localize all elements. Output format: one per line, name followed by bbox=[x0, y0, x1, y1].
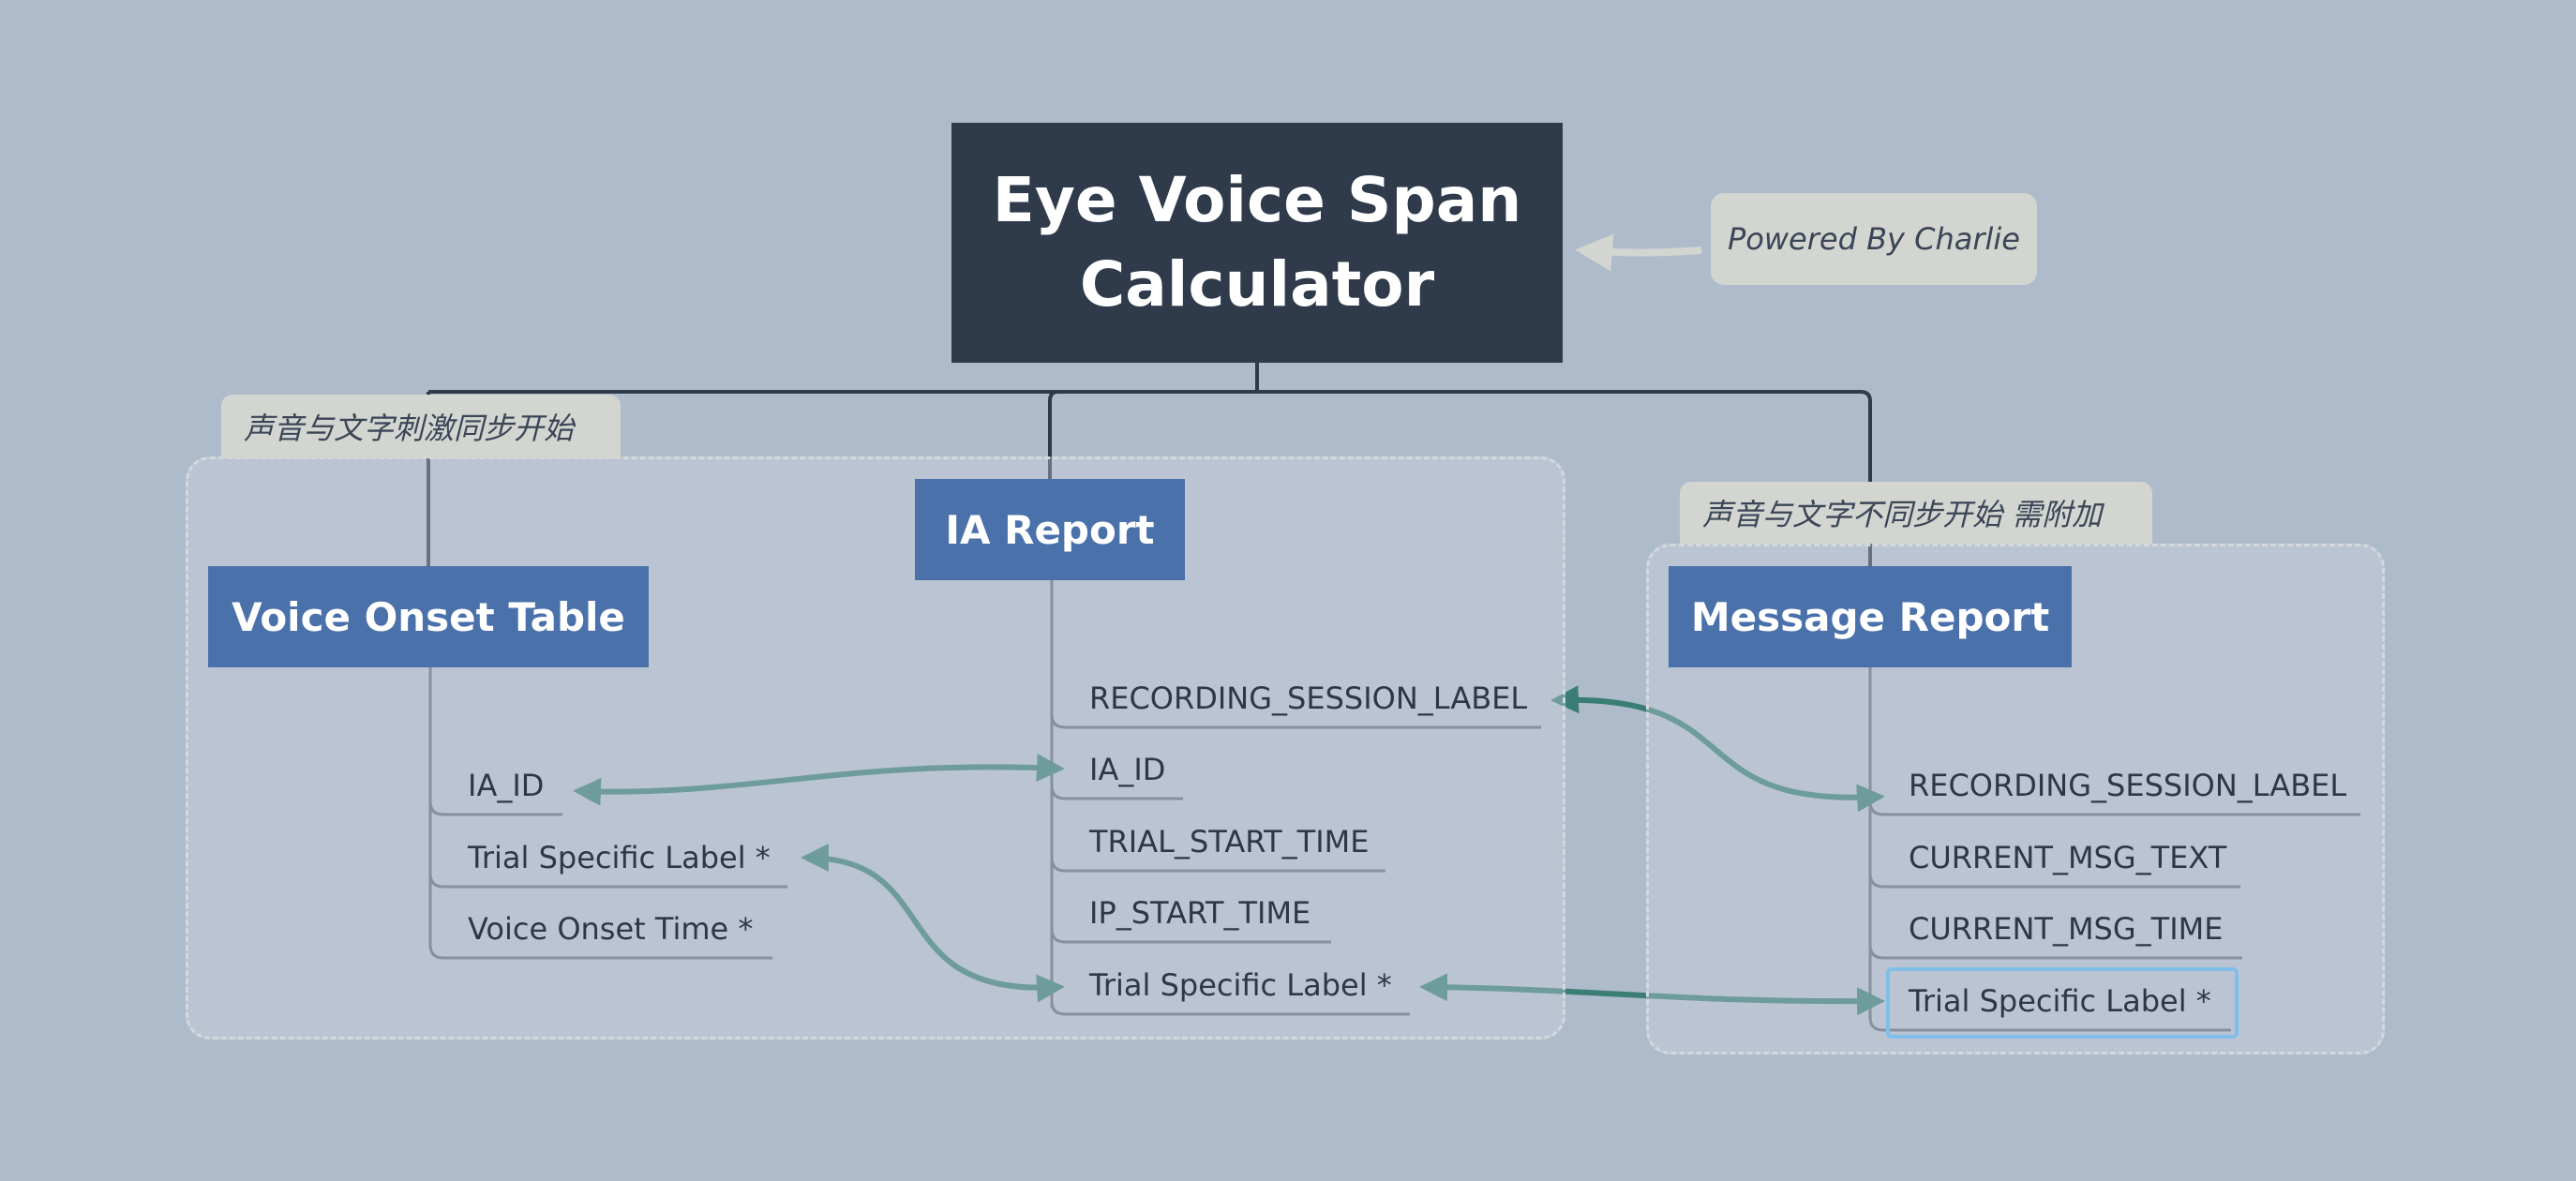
link-trial-label-voice-ia[interactable] bbox=[801, 844, 1065, 1003]
ia-report-item-ip-start-time[interactable]: IP_START_TIME bbox=[1089, 895, 1311, 931]
voice-onset-item-trial-label[interactable]: Trial Specific Label * bbox=[468, 840, 771, 875]
powered-by-arrow bbox=[1575, 233, 1702, 272]
ia-report-item-recording-session[interactable]: RECORDING_SESSION_LABEL bbox=[1089, 680, 1528, 716]
leaf-underline bbox=[1868, 873, 2240, 889]
powered-by-callout[interactable]: Powered By Charlie bbox=[1711, 193, 2037, 285]
ia-report-item-ia-id[interactable]: IA_ID bbox=[1089, 752, 1166, 787]
sync-boundary[interactable] bbox=[186, 456, 1565, 1039]
message-report-item-msg-time[interactable]: CURRENT_MSG_TIME bbox=[1909, 911, 2224, 947]
topic-voice-onset-table[interactable]: Voice Onset Table bbox=[208, 566, 649, 667]
leaf-underline bbox=[1868, 944, 2242, 960]
leaf-underline bbox=[428, 800, 562, 816]
leaf-underline bbox=[1050, 1000, 1410, 1016]
selection-frame bbox=[1886, 967, 2239, 1039]
ia-report-item-trial-start-time[interactable]: TRIAL_START_TIME bbox=[1089, 824, 1370, 860]
link-trial-label-ia-message[interactable] bbox=[1419, 973, 1885, 1016]
root-topic[interactable]: Eye Voice Span Calculator bbox=[951, 123, 1563, 363]
link-recording-session[interactable] bbox=[1550, 685, 1885, 813]
root-connector bbox=[427, 363, 1872, 566]
message-report-item-trial-label[interactable]: Trial Specific Label * bbox=[1909, 983, 2211, 1019]
link-ia-id[interactable] bbox=[573, 753, 1065, 806]
ia-report-item-trial-label[interactable]: Trial Specific Label * bbox=[1089, 967, 1392, 1003]
leaf-underline bbox=[428, 873, 787, 889]
leaf-underline bbox=[428, 944, 772, 960]
voice-onset-item-ia-id[interactable]: IA_ID bbox=[468, 768, 545, 803]
message-report-item-recording-session[interactable]: RECORDING_SESSION_LABEL bbox=[1909, 768, 2347, 803]
leaf-underline bbox=[1868, 1016, 2231, 1032]
sync-start-callout[interactable]: 声音与文字刺激同步开始 bbox=[221, 395, 621, 458]
topic-message-report[interactable]: Message Report bbox=[1669, 566, 2072, 667]
topic-ia-report[interactable]: IA Report bbox=[915, 479, 1185, 580]
voice-onset-item-onset-time[interactable]: Voice Onset Time * bbox=[468, 911, 754, 947]
message-report-item-msg-text[interactable]: CURRENT_MSG_TEXT bbox=[1909, 840, 2227, 875]
async-start-callout[interactable]: 声音与文字不同步开始 需附加 bbox=[1680, 482, 2152, 544]
leaf-underline bbox=[1050, 713, 1541, 729]
